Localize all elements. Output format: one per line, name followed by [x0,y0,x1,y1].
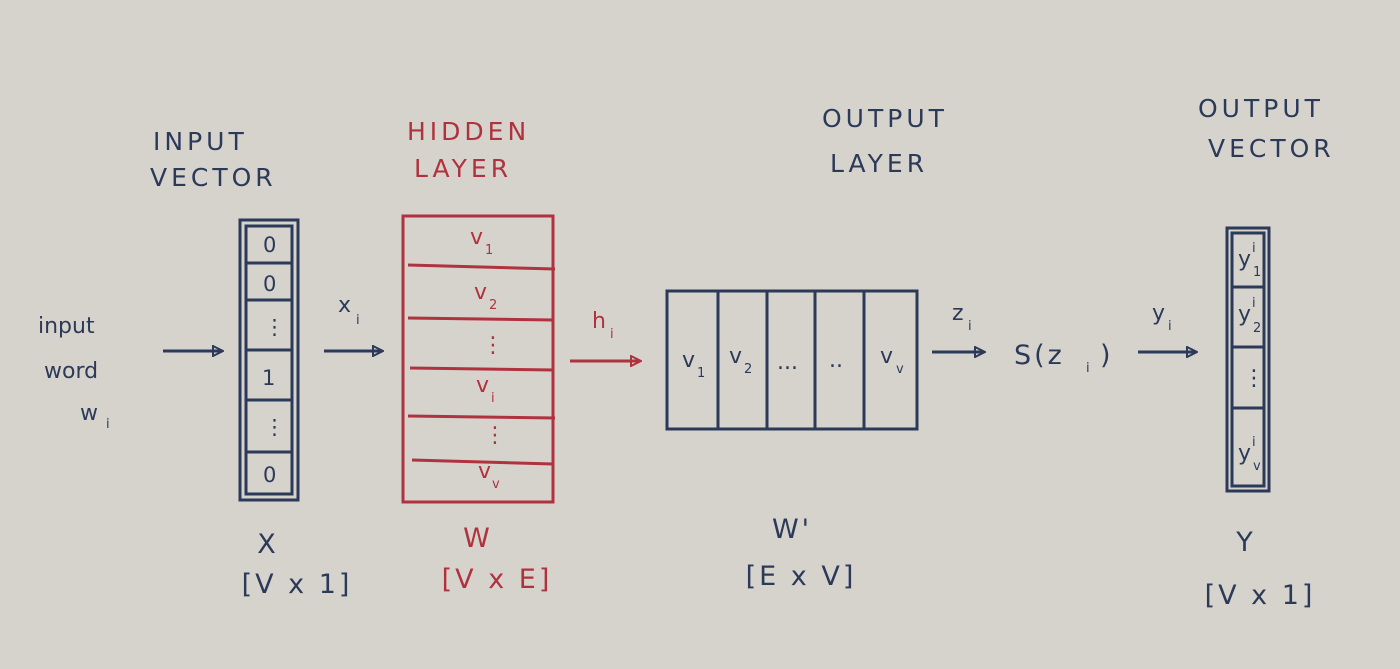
output-cell-superscript: i [1252,241,1256,256]
hidden-layer-box [401,214,555,504]
hidden-row-label: v [476,373,489,398]
hidden-layer-title-line2: LAYER [414,154,512,183]
input-word-subscript: i [106,417,110,432]
output-column-label: v [880,344,893,369]
arrow-z-subscript: i [968,319,972,334]
arrow-x-subscript: i [356,313,360,328]
input-word-group: input word w i [38,314,110,432]
hidden-row-label: v [474,280,487,305]
arrow-z-label: z [952,301,964,326]
input-cell-value: 0 [263,463,276,487]
output-cell-subscript: v [1253,459,1261,474]
input-word-line1: input [38,314,95,339]
output-layer-title-line2: LAYER [830,149,928,178]
output-vector-title-line2: VECTOR [1208,134,1335,163]
hidden-row-divider [411,458,554,466]
input-vector-inner-box [244,224,294,496]
output-vector-inner-box [1230,231,1266,488]
hidden-row-subscript: i [491,391,495,406]
input-cell-value: ⋮ [264,415,285,439]
input-vector-group: INPUT VECTOR 0 0 ⋮ 1 ⋮ 0 X [V x 1] [150,127,353,600]
hidden-row-label: ⋮ [482,333,504,358]
softmax-label: S(z [1014,340,1065,371]
input-cell-value: 0 [263,272,276,296]
output-column-label: ... [777,350,798,375]
output-vector-title-line1: OUTPUT [1198,94,1324,123]
hidden-layer-title-line1: HIDDEN [407,117,530,146]
output-layer-group: OUTPUT LAYER v 1 v 2 ... .. v v W' [E x … [665,104,948,592]
hidden-row-subscript: 1 [485,243,493,258]
output-layer-symbol: W' [772,514,812,545]
hidden-row-subscript: v [492,477,500,492]
input-vector-symbol: X [257,529,279,560]
hidden-layer-group: HIDDEN LAYER v 1 v 2 ⋮ v i ⋮ v v W [V x … [401,117,556,595]
output-cell-subscript: 2 [1253,321,1261,336]
input-cell-value: 1 [262,366,275,390]
input-word-line3: w [80,401,98,426]
output-column-label: v [682,348,695,373]
arrow-x-label: x [338,293,351,318]
output-cell-label: y [1238,302,1251,327]
input-vector-box [238,218,300,502]
output-vector-group: OUTPUT VECTOR y i 1 y i 2 ⋮ y i v Y [V x… [1198,94,1335,611]
output-column-subscript: 2 [744,362,752,377]
output-column-label: v [729,344,742,369]
output-cell-label: ⋮ [1243,366,1265,391]
hidden-row-label: v [470,225,483,250]
output-cell-subscript: 1 [1253,265,1261,280]
output-column-subscript: 1 [697,366,705,381]
output-column-subscript: v [896,362,904,377]
input-vector-title-line2: VECTOR [150,163,277,192]
output-cell-label: y [1238,247,1251,272]
output-column-label: .. [829,348,843,373]
input-cell-value: ⋮ [264,315,285,339]
arrow-y-label: y [1152,301,1165,326]
output-cell-superscript: i [1252,296,1256,311]
hidden-layer-dims: [V x E] [442,564,553,595]
hidden-row-divider [407,414,556,420]
hidden-row-label: ⋮ [484,423,506,448]
input-cell-value: 0 [263,233,276,257]
output-layer-title-line1: OUTPUT [822,104,948,133]
hidden-row-subscript: 2 [489,298,497,313]
output-cell-superscript: i [1252,435,1256,450]
hidden-row-divider [407,263,556,271]
output-cell-label: y [1238,441,1251,466]
output-vector-box [1225,226,1271,493]
output-vector-dims: [V x 1] [1205,580,1316,611]
input-vector-title-line1: INPUT [153,127,248,156]
output-vector-symbol: Y [1235,527,1256,558]
arrow-h-label: h [592,309,606,334]
arrow-y-subscript: i [1168,319,1172,334]
softmax-close: ) [1100,340,1114,371]
arrow-h-subscript: i [610,327,614,342]
input-vector-dims: [V x 1] [242,569,353,600]
input-word-line2: word [44,359,98,384]
hidden-row-label: v [478,459,491,484]
softmax-subscript: i [1086,361,1090,376]
hidden-row-divider [407,316,554,322]
hidden-row-divider [409,366,554,372]
output-layer-dims: [E x V] [746,561,857,592]
hidden-layer-symbol: W [463,523,493,554]
output-layer-box [665,289,919,431]
